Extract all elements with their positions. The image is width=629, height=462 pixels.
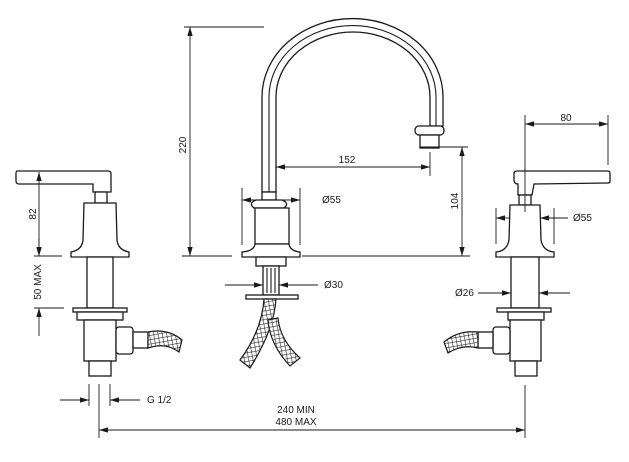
dim-g-half: G 1/2 bbox=[147, 395, 172, 406]
spacing-dimension: 240 MIN 480 MAX bbox=[99, 405, 525, 433]
left-valve-dimensions: 82 50 MAX G 1/2 bbox=[28, 172, 172, 438]
dim-30: Ø30 bbox=[324, 280, 343, 291]
dim-82: 82 bbox=[28, 208, 39, 220]
right-valve-dimensions: 80 Ø55 Ø26 bbox=[455, 113, 609, 438]
center-spout-dimensions: 220 152 Ø55 Ø30 104 bbox=[178, 26, 470, 291]
dim-50-max: 50 MAX bbox=[33, 264, 44, 300]
dim-480-max: 480 MAX bbox=[275, 417, 316, 428]
dim-104: 104 bbox=[450, 192, 461, 209]
left-valve bbox=[15, 170, 183, 377]
center-spout bbox=[239, 17, 445, 369]
dim-80: 80 bbox=[560, 113, 572, 124]
dim-26: Ø26 bbox=[455, 288, 474, 299]
dim-240-min: 240 MIN bbox=[277, 405, 315, 416]
right-valve bbox=[443, 170, 611, 377]
dim-55-center: Ø55 bbox=[322, 195, 341, 206]
dim-55-right: Ø55 bbox=[573, 213, 592, 224]
dim-152: 152 bbox=[339, 155, 356, 166]
dim-220: 220 bbox=[178, 136, 189, 153]
